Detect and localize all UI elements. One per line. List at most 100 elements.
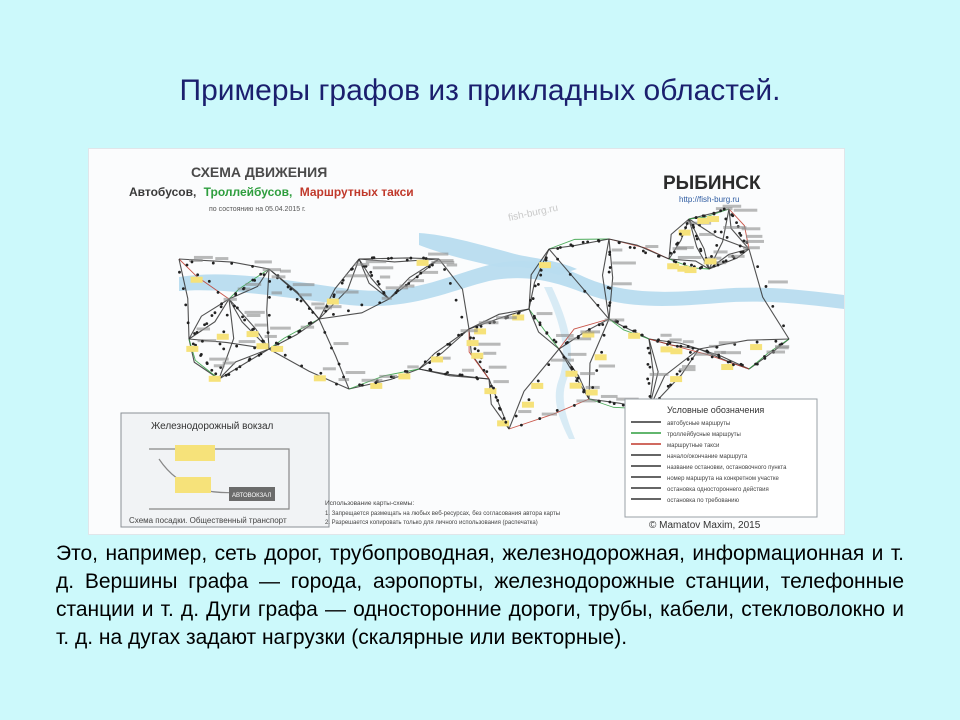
stop-marker xyxy=(232,304,236,308)
stop-marker xyxy=(210,314,214,317)
stop-marker xyxy=(335,382,338,386)
stop-label-placeholder xyxy=(246,313,261,317)
stop-marker xyxy=(539,273,543,277)
stop-marker xyxy=(360,303,364,307)
stop-marker xyxy=(178,270,181,274)
stop-marker xyxy=(235,367,238,371)
stop-label-placeholder xyxy=(322,367,336,371)
stop-label-placeholder xyxy=(580,330,601,334)
route-segment xyxy=(468,328,490,380)
stop-marker xyxy=(533,284,537,288)
stop-marker xyxy=(686,358,690,361)
route-segment xyxy=(418,328,470,370)
stop-marker xyxy=(446,371,449,374)
legend-item-label: название остановки, остановочного пункта xyxy=(667,465,787,471)
stop-marker xyxy=(376,280,380,283)
stop-marker xyxy=(715,244,719,247)
stop-label-placeholder xyxy=(381,296,392,300)
stop-marker xyxy=(672,250,676,254)
stop-marker xyxy=(536,379,540,383)
stop-label-placeholder xyxy=(300,325,315,329)
stop-marker xyxy=(591,386,595,389)
stop-marker xyxy=(529,298,532,302)
stop-marker xyxy=(448,343,452,346)
stop-marker xyxy=(608,250,612,254)
stop-marker xyxy=(311,311,315,314)
stop-label-placeholder xyxy=(345,371,366,375)
stop-label-placeholder xyxy=(327,305,342,309)
stop-marker xyxy=(722,207,726,211)
stop-label-placeholder xyxy=(718,341,737,345)
route-segment xyxy=(668,218,690,260)
stop-marker xyxy=(460,315,464,319)
stop-marker xyxy=(469,336,472,340)
stop-label-placeholder xyxy=(649,372,669,376)
stop-marker xyxy=(554,340,558,344)
stop-marker xyxy=(473,347,477,351)
stop-marker xyxy=(238,365,242,369)
stop-marker xyxy=(782,324,785,328)
stop-marker xyxy=(476,349,480,353)
stop-marker xyxy=(431,263,434,267)
route-segment xyxy=(508,348,560,430)
stop-marker xyxy=(257,353,261,357)
stop-marker xyxy=(533,316,537,320)
stop-label-placeholder xyxy=(742,246,760,250)
stop-marker xyxy=(190,260,194,264)
stop-label-placeholder xyxy=(556,333,574,337)
stop-marker xyxy=(728,360,732,364)
route-segment xyxy=(601,238,610,320)
stop-label-placeholder xyxy=(496,316,517,320)
stop-marker xyxy=(205,322,209,326)
stop-marker xyxy=(193,332,196,335)
stop-marker xyxy=(695,237,699,241)
usage-line-1: 1. Запрещается размещать на любых веб-ре… xyxy=(325,511,560,517)
inset-station-label: АВТОВОКЗАЛ xyxy=(232,493,271,499)
stop-marker xyxy=(297,330,301,334)
inset-route-tag-1 xyxy=(175,445,215,461)
stop-marker xyxy=(612,402,616,406)
stop-label-placeholder xyxy=(604,318,625,322)
stop-marker xyxy=(396,289,399,292)
stop-marker xyxy=(633,329,637,333)
inset-route-tag-2 xyxy=(175,477,211,493)
stop-marker xyxy=(735,221,738,225)
legend-item-label: начало/окончание маршрута xyxy=(667,454,748,460)
route-segment xyxy=(178,258,190,340)
stop-marker xyxy=(694,234,698,238)
stop-marker xyxy=(648,394,652,398)
stop-marker xyxy=(457,333,461,337)
stop-marker xyxy=(520,423,523,427)
stop-marker xyxy=(423,360,427,364)
stop-marker xyxy=(194,343,197,347)
stop-marker xyxy=(545,331,549,335)
stop-label-placeholder xyxy=(428,252,449,256)
route-number-tag xyxy=(190,276,203,283)
stop-marker xyxy=(337,362,341,366)
stop-marker xyxy=(259,352,263,356)
stop-marker xyxy=(571,244,575,248)
stop-marker xyxy=(378,301,382,305)
legend-item-label: остановка одностороннего действия xyxy=(667,486,769,493)
route-number-tag xyxy=(678,229,691,236)
stop-marker xyxy=(647,381,651,385)
stop-marker xyxy=(555,409,559,412)
stop-label-placeholder xyxy=(460,329,478,333)
stop-marker xyxy=(710,355,714,359)
stop-label-placeholder xyxy=(493,380,509,384)
stop-marker xyxy=(547,363,551,367)
route-segment xyxy=(438,258,470,330)
stop-marker xyxy=(405,258,409,262)
stop-marker xyxy=(369,270,373,274)
stop-label-placeholder xyxy=(699,232,715,236)
route-segment xyxy=(268,318,320,350)
stop-label-placeholder xyxy=(681,365,696,369)
railway-station-inset: Железнодорожный вокзал АВТОВОКЗАЛ Схема … xyxy=(120,412,330,528)
stop-marker xyxy=(657,338,660,342)
route-number-tag xyxy=(704,258,717,265)
stop-marker xyxy=(195,330,199,334)
route-number-tag xyxy=(670,348,683,355)
route-segment xyxy=(358,258,390,300)
stop-label-placeholder xyxy=(379,374,398,378)
transport-map: СХЕМА ДВИЖЕНИЯ Автобусов, Троллейбусов, … xyxy=(88,148,845,535)
